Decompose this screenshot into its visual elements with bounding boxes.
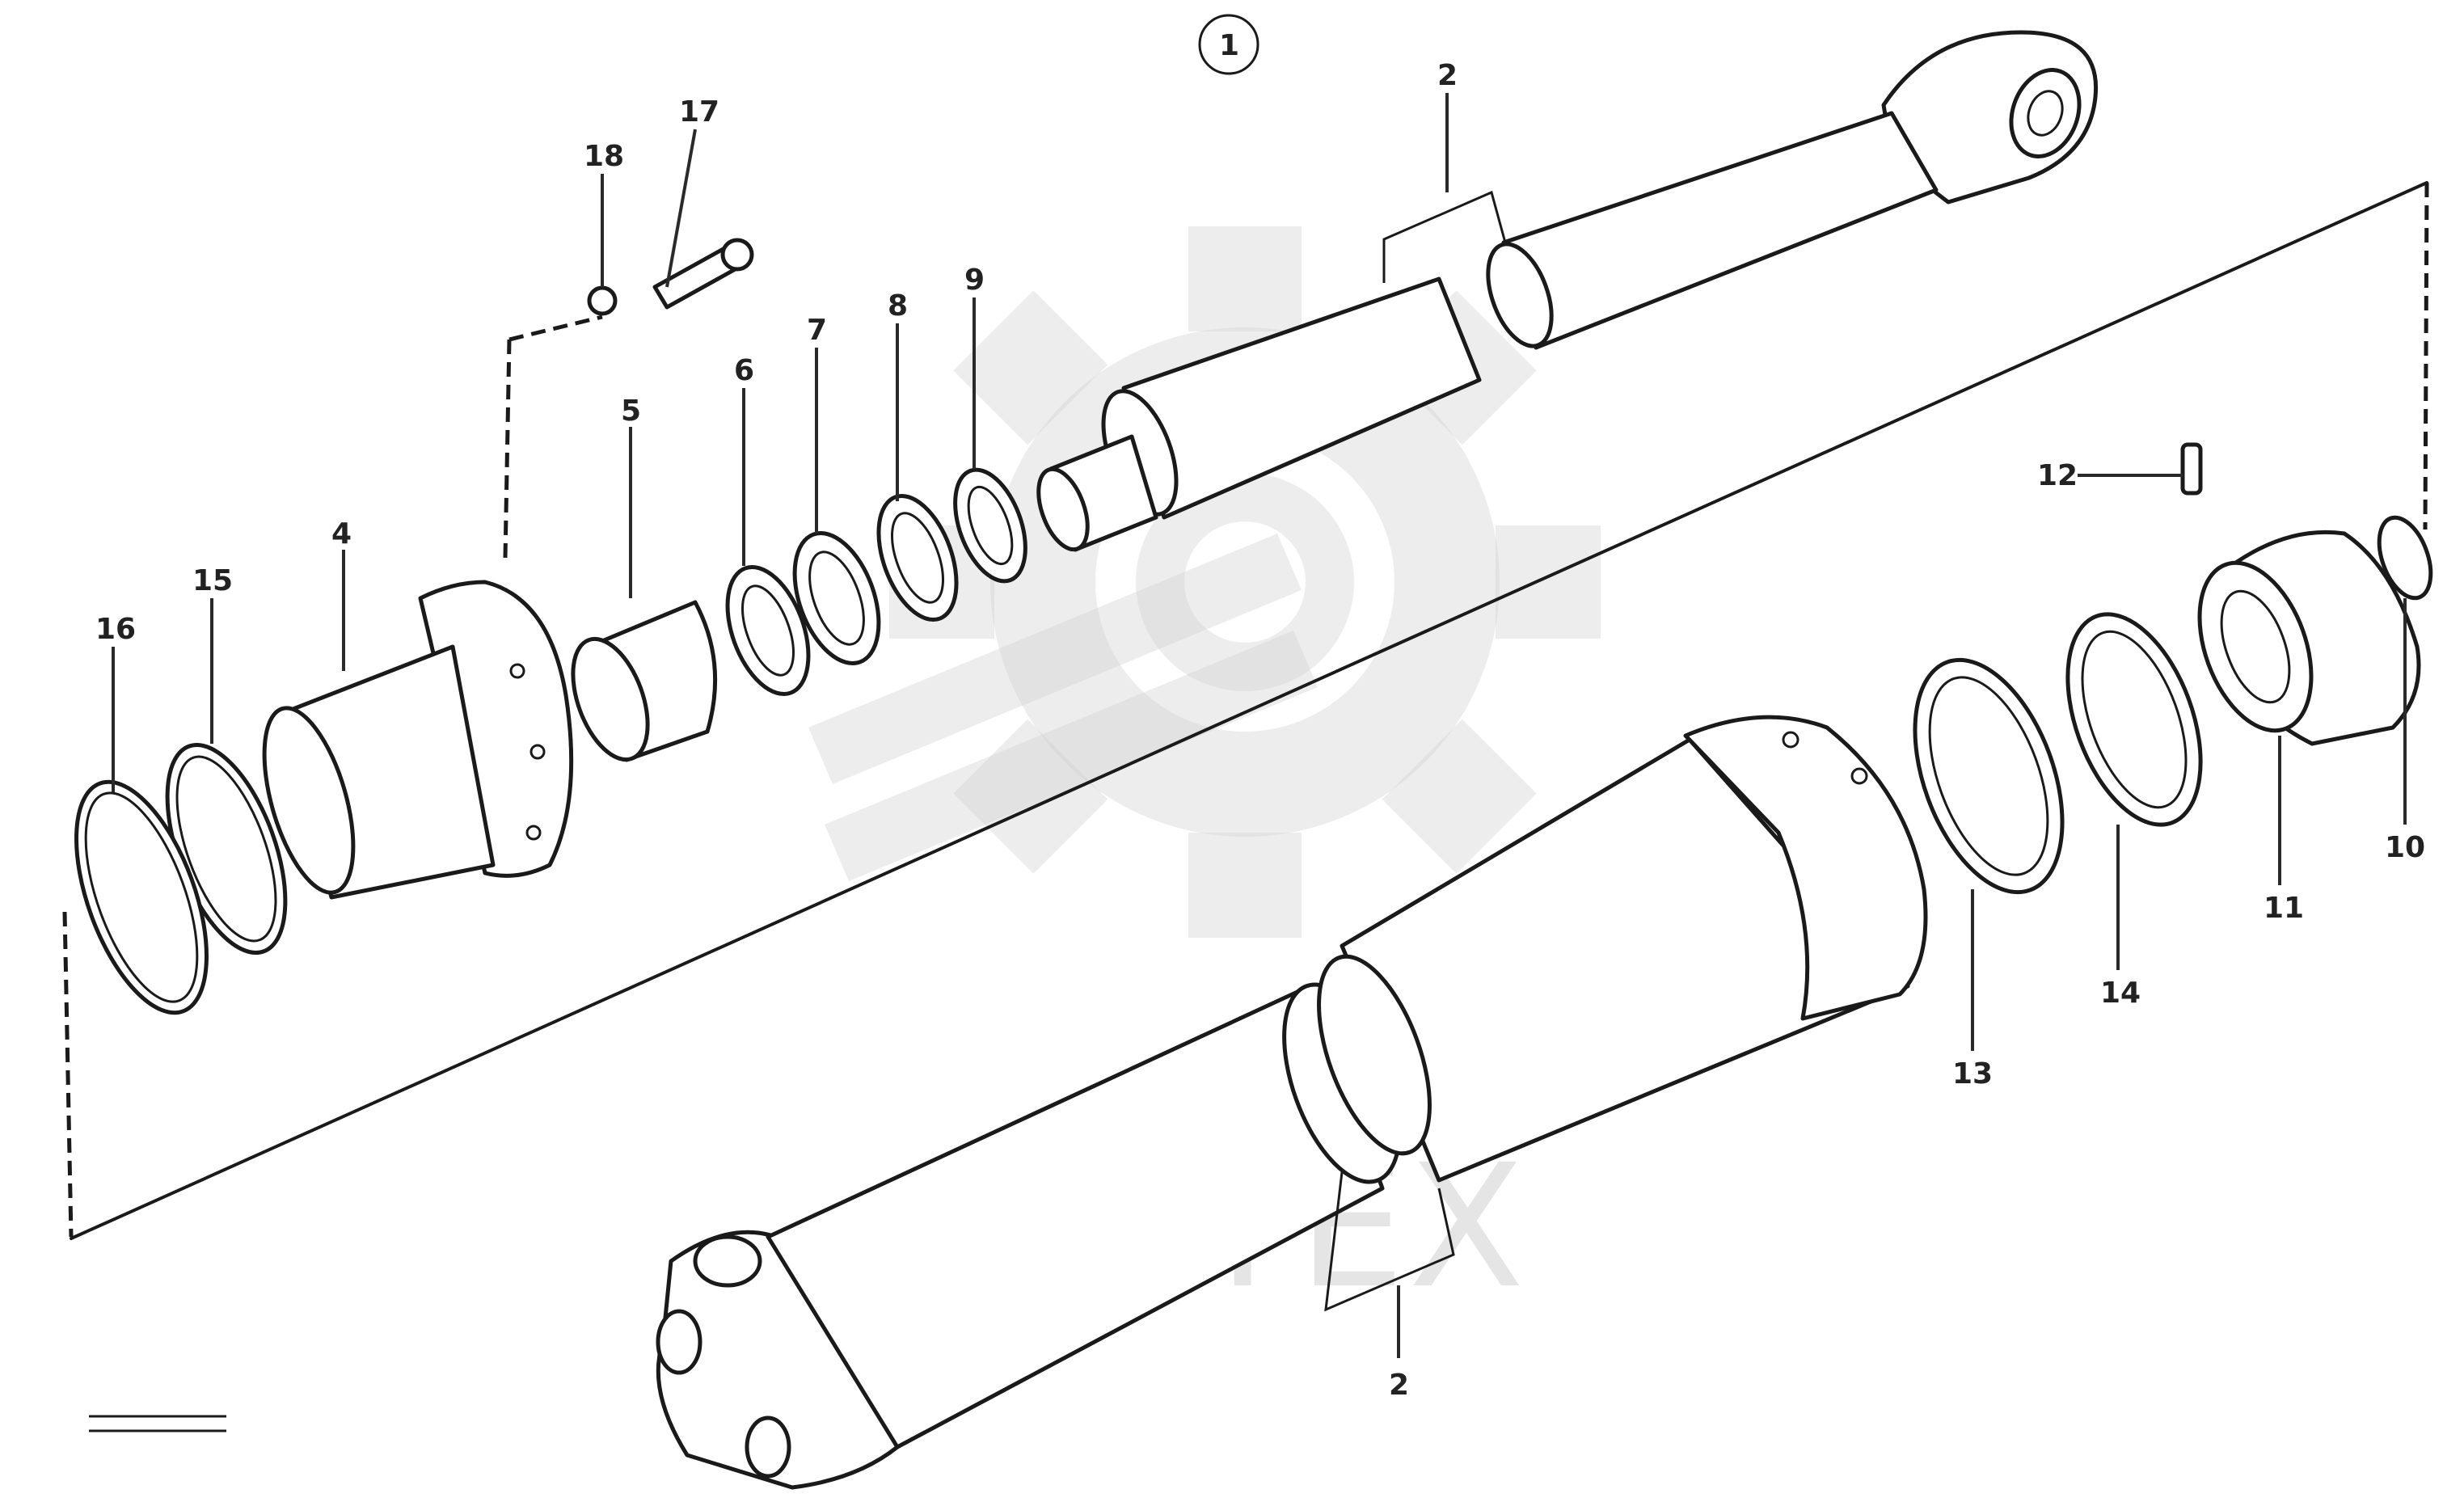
- callout-11: 11: [2264, 892, 2304, 925]
- callout-6: 6: [734, 354, 754, 387]
- callout-2-upper: 2: [1437, 59, 1458, 92]
- callout-5: 5: [621, 394, 641, 428]
- title-symbol: 1: [1219, 29, 1239, 62]
- callout-10: 10: [2385, 831, 2425, 864]
- piston-rod-assembly: [74, 30, 2099, 1015]
- callout-14: 14: [2100, 977, 2141, 1010]
- leader-lines: [112, 93, 2407, 1358]
- title-symbol-circle: [1198, 14, 1259, 75]
- callout-7: 7: [807, 314, 827, 347]
- piston-parts: [1913, 442, 2433, 895]
- callout-17: 17: [679, 95, 719, 129]
- assembly-boundary: [62, 181, 2429, 1240]
- seal-rings: [725, 467, 1027, 697]
- callout-18: 18: [584, 140, 624, 173]
- callout-13: 13: [1952, 1057, 1993, 1091]
- callout-15: 15: [192, 564, 233, 597]
- callout-16: 16: [95, 613, 136, 646]
- callout-2-lower: 2: [1389, 1369, 1409, 1402]
- callout-9: 9: [964, 264, 985, 297]
- callout-12: 12: [2037, 459, 2078, 492]
- reference-block: [89, 1415, 226, 1432]
- callout-4: 4: [331, 517, 352, 551]
- callout-8: 8: [888, 289, 908, 323]
- callout-labels: 1 2 2 5 4 6 7 8 9 13 14 11 10 12 15 16 1…: [95, 14, 2425, 1402]
- cylinder-tube-assembly: [656, 715, 1928, 1490]
